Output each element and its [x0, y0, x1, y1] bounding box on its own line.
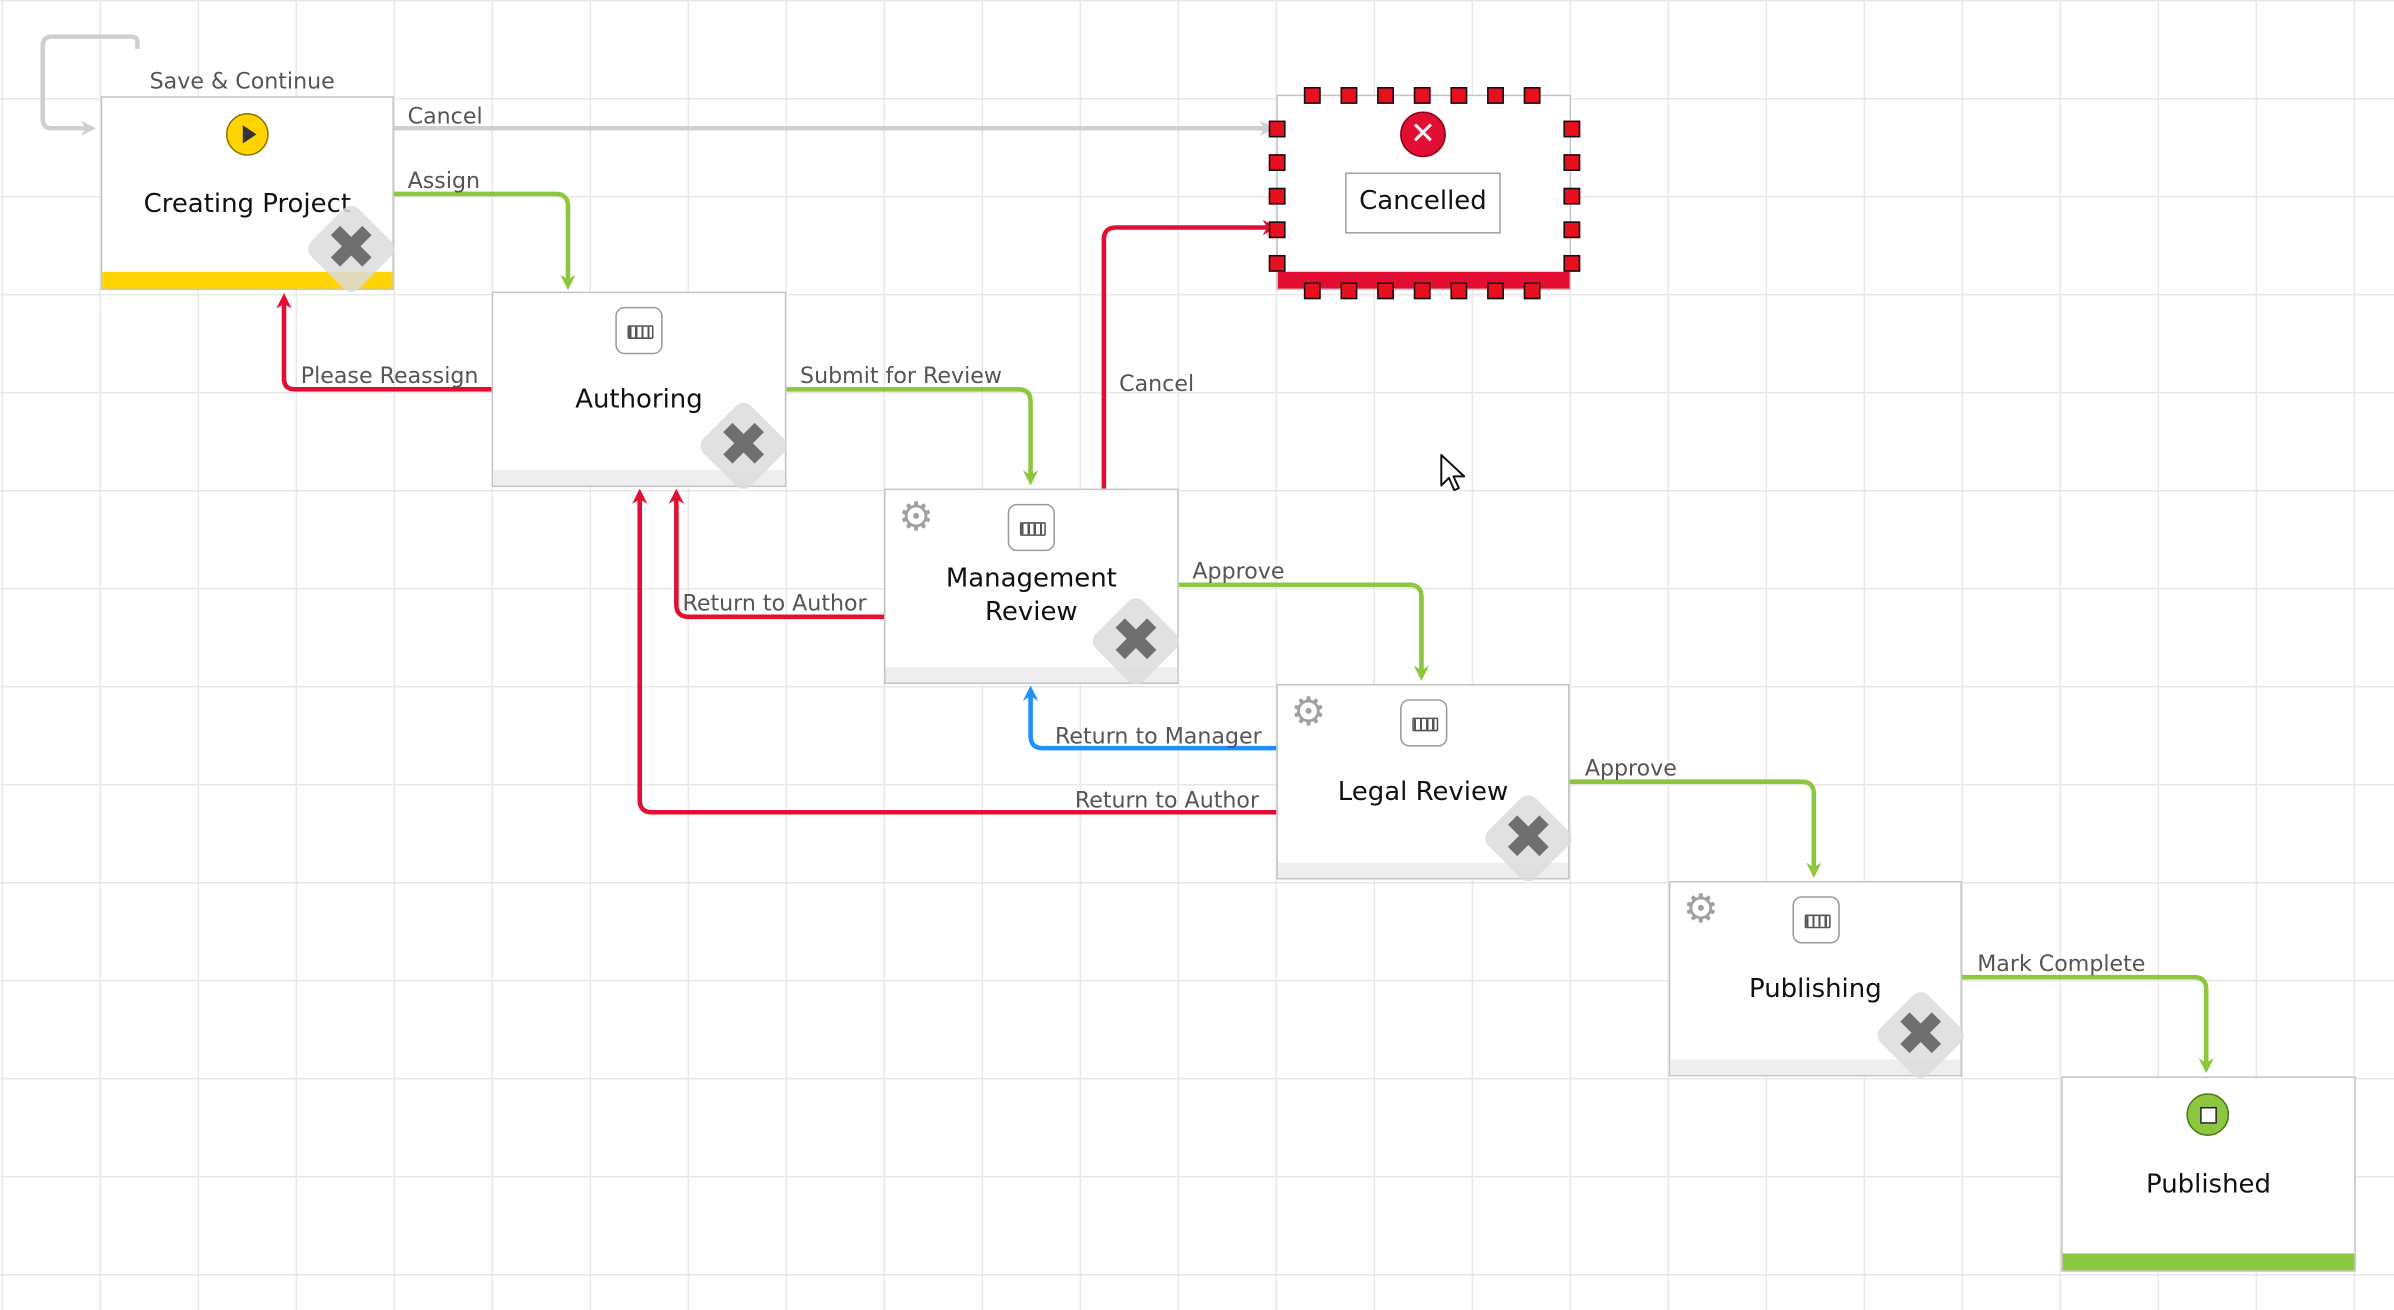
transition-assign[interactable]	[393, 191, 576, 291]
delete-icon[interactable]: ✖	[1110, 606, 1162, 677]
resize-handle[interactable]	[1413, 87, 1431, 104]
node-title-box[interactable]: Cancelled	[1345, 172, 1501, 234]
resize-handle[interactable]	[1487, 282, 1504, 300]
gear-icon[interactable]: ⚙	[1683, 887, 1719, 933]
label-cancel-mgmt: Cancel	[1119, 371, 1194, 397]
status-bar	[885, 667, 1178, 683]
resize-handle[interactable]	[1563, 254, 1581, 272]
transition-return-manager[interactable]	[1022, 685, 1277, 751]
resize-handle[interactable]	[1268, 154, 1286, 172]
label-approve-legal: Approve	[1585, 756, 1677, 782]
task-icon	[615, 306, 663, 355]
node-title: Legal Review	[1337, 777, 1509, 808]
transition-submit-for-review[interactable]	[786, 387, 1039, 486]
resize-handle[interactable]	[1377, 282, 1394, 300]
transition-return-author-mgmt[interactable]	[668, 488, 885, 620]
delete-icon[interactable]: ✖	[1502, 803, 1554, 874]
resize-handle[interactable]	[1303, 282, 1321, 300]
resize-handle[interactable]	[1340, 87, 1358, 104]
delete-icon[interactable]: ✖	[325, 213, 377, 284]
status-bar	[1277, 862, 1569, 878]
resize-handle[interactable]	[1563, 120, 1581, 138]
node-title: Creating Project	[143, 189, 352, 220]
play-icon	[225, 112, 269, 156]
status-bar	[2062, 1253, 2355, 1271]
resize-handle[interactable]	[1563, 187, 1581, 205]
transition-please-reassign[interactable]	[276, 293, 492, 392]
transition-save-continue[interactable]	[40, 34, 140, 136]
mouse-pointer-icon	[1440, 453, 1466, 492]
resize-handle[interactable]	[1563, 221, 1581, 239]
transition-approve-legal[interactable]	[1569, 779, 1822, 878]
task-icon	[1400, 699, 1448, 747]
close-circle-icon: ✕	[1400, 111, 1446, 158]
label-save-continue: Save & Continue	[150, 69, 335, 95]
label-approve-mgmt: Approve	[1192, 559, 1284, 585]
node-title: Published	[2146, 1169, 2271, 1201]
node-title-line2: Review	[985, 596, 1078, 628]
resize-handle[interactable]	[1450, 282, 1468, 300]
label-cancel-top: Cancel	[408, 104, 483, 130]
node-authoring[interactable]: Authoring	[491, 291, 787, 488]
resize-handle[interactable]	[1523, 87, 1541, 104]
resize-handle[interactable]	[1523, 282, 1541, 300]
transition-approve-mgmt[interactable]	[1178, 582, 1430, 681]
node-title: Authoring	[575, 384, 703, 416]
label-submit-for-review: Submit for Review	[800, 363, 1002, 389]
task-icon	[1792, 896, 1840, 944]
resize-handle[interactable]	[1377, 87, 1394, 104]
node-published[interactable]: Published	[2061, 1076, 2356, 1272]
node-title-line1: Management	[945, 563, 1117, 594]
stop-icon	[2186, 1093, 2230, 1136]
gear-icon[interactable]: ⚙	[1290, 690, 1327, 736]
task-icon	[1007, 503, 1056, 552]
resize-handle[interactable]	[1268, 187, 1286, 205]
resize-handle[interactable]	[1268, 254, 1286, 272]
label-assign: Assign	[408, 168, 480, 194]
transition-cancel-mgmt[interactable]	[1101, 219, 1278, 489]
delete-icon[interactable]: ✖	[1895, 1000, 1947, 1071]
node-cancelled[interactable]: ✕ Cancelled	[1276, 94, 1572, 291]
label-return-author-mgmt: Return to Author	[682, 591, 867, 617]
status-bar	[1670, 1059, 1961, 1075]
status-bar	[102, 271, 393, 289]
resize-handle[interactable]	[1268, 221, 1286, 239]
label-return-author-legal: Return to Author	[1075, 788, 1260, 814]
transition-mark-complete[interactable]	[1961, 974, 2214, 1074]
resize-handle[interactable]	[1563, 154, 1581, 172]
delete-icon[interactable]: ✖	[717, 410, 770, 481]
label-mark-complete: Mark Complete	[1977, 951, 2145, 977]
status-bar	[493, 470, 785, 486]
gear-icon[interactable]: ⚙	[898, 494, 934, 541]
resize-handle[interactable]	[1487, 87, 1504, 104]
resize-handle[interactable]	[1303, 87, 1321, 104]
node-title: Publishing	[1749, 974, 1882, 1005]
resize-handle[interactable]	[1450, 87, 1468, 104]
resize-handle[interactable]	[1413, 282, 1431, 300]
transition-return-author-legal[interactable]	[632, 488, 1277, 815]
label-return-manager: Return to Manager	[1055, 724, 1263, 750]
resize-handle[interactable]	[1268, 120, 1286, 138]
label-please-reassign: Please Reassign	[301, 363, 479, 389]
resize-handle[interactable]	[1340, 282, 1358, 300]
